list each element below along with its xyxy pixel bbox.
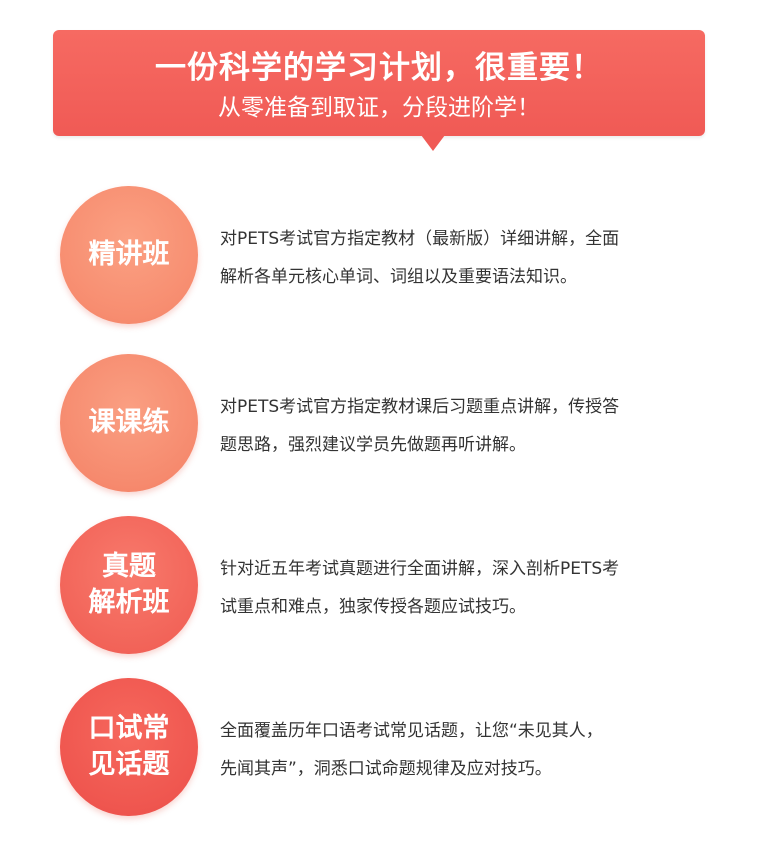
course-badge-label: 见话题 [88, 749, 170, 780]
course-badge-label: 真题 [102, 551, 156, 582]
course-description: 针对近五年考试真题进行全面讲解，深入剖析PETS考 试重点和难点，独家传授各题应… [220, 550, 700, 626]
course-badge-label: 课课练 [88, 407, 170, 438]
course-badge: 课课练 [60, 354, 198, 492]
course-badge: 精讲班 [60, 186, 198, 324]
course-badge: 真题 解析班 [60, 516, 198, 654]
banner-subtitle: 从零准备到取证，分段进阶学！ [218, 95, 540, 121]
description-line: 全面覆盖历年口语考试常见话题，让您“未见其人， [220, 721, 603, 741]
course-description: 对PETS考试官方指定教材课后习题重点讲解，传授答 题思路，强烈建议学员先做题再… [220, 388, 700, 464]
course-item-koushi: 口试常 见话题 全面覆盖历年口语考试常见话题，让您“未见其人， 先闻其声”，洞悉… [0, 678, 780, 818]
description-line: 题思路，强烈建议学员先做题再听讲解。 [220, 435, 526, 455]
banner-title: 一份科学的学习计划，很重要！ [155, 50, 603, 86]
course-item-zhenti: 真题 解析班 针对近五年考试真题进行全面讲解，深入剖析PETS考 试重点和难点，… [0, 516, 780, 656]
course-badge-label: 精讲班 [88, 239, 170, 270]
description-line: 试重点和难点，独家传授各题应试技巧。 [220, 597, 526, 617]
course-badge-label: 口试常 [88, 713, 170, 744]
course-description: 全面覆盖历年口语考试常见话题，让您“未见其人， 先闻其声”，洞悉口试命题规律及应… [220, 712, 700, 788]
course-badge: 口试常 见话题 [60, 678, 198, 816]
description-line: 解析各单元核心单词、词组以及重要语法知识。 [220, 267, 577, 287]
course-item-keke: 课课练 对PETS考试官方指定教材课后习题重点讲解，传授答 题思路，强烈建议学员… [0, 354, 780, 494]
description-line: 对PETS考试官方指定教材课后习题重点讲解，传授答 [220, 397, 620, 417]
course-description: 对PETS考试官方指定教材（最新版）详细讲解，全面 解析各单元核心单词、词组以及… [220, 220, 700, 296]
description-line: 针对近五年考试真题进行全面讲解，深入剖析PETS考 [220, 559, 620, 579]
description-line: 先闻其声”，洞悉口试命题规律及应对技巧。 [220, 759, 552, 779]
header-banner: 一份科学的学习计划，很重要！ 从零准备到取证，分段进阶学！ [53, 30, 705, 151]
description-line: 对PETS考试官方指定教材（最新版）详细讲解，全面 [220, 229, 620, 249]
course-badge-label: 解析班 [88, 587, 170, 618]
course-item-jingjiang: 精讲班 对PETS考试官方指定教材（最新版）详细讲解，全面 解析各单元核心单词、… [0, 186, 780, 326]
